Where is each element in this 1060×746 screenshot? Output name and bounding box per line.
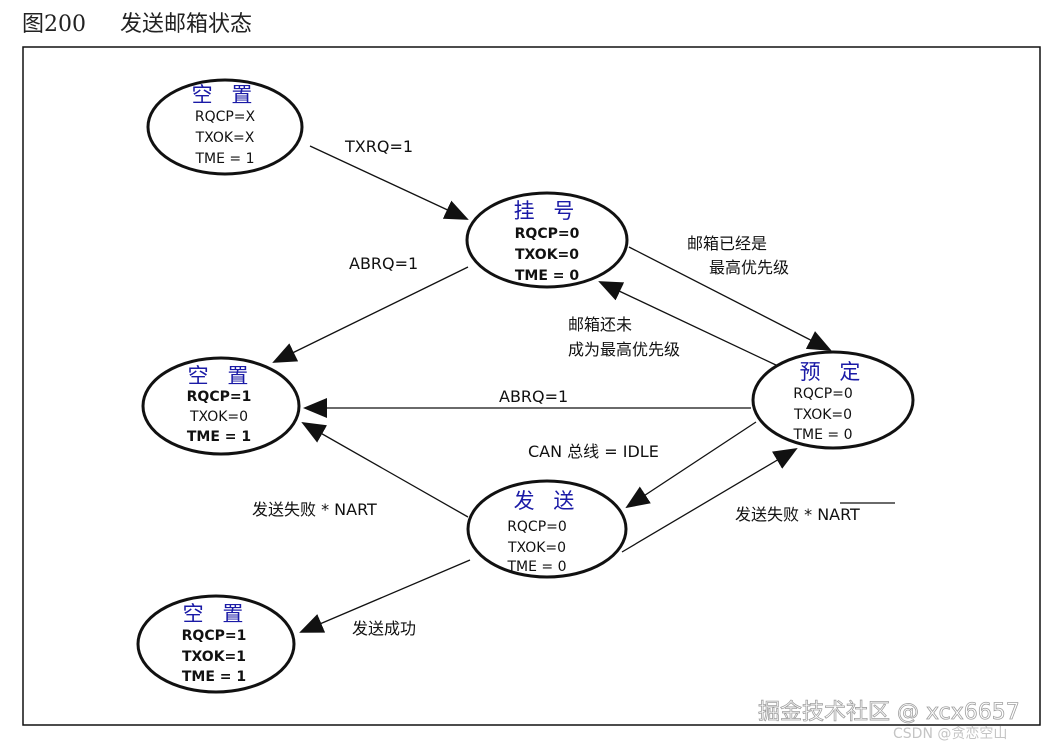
figure-number: 图200 [22,12,86,37]
label-success: 发送成功 [352,619,416,638]
state-txok: TXOK=X [195,130,255,146]
state-tme: TME = 1 [187,429,251,445]
figure-title: 图200 发送邮箱状态 [22,6,252,38]
state-empty-top: 空 置 RQCP=X TXOK=X TME = 1 [146,78,304,176]
state-txok: TXOK=0 [515,247,579,263]
state-rqcp: RQCP=1 [187,389,252,405]
state-tme: TME = 0 [506,559,566,575]
arrow-scheduled-to-pending [598,281,779,367]
label-abrq-pending: ABRQ=1 [349,254,418,273]
state-title: 空 置 [192,83,259,107]
diagram-frame [22,46,1041,726]
state-rqcp: RQCP=0 [515,226,580,242]
state-title: 预 定 [800,360,867,384]
state-txok: TXOK=1 [182,649,246,665]
state-tme: TME = 0 [792,427,852,443]
arrow-transmit-to-empty-success [299,559,471,633]
state-title: 空 置 [183,602,250,626]
state-txok: TXOK=0 [507,540,566,556]
arrow-pending-to-empty [272,266,469,363]
state-tme: TME = 0 [515,268,580,284]
label-not-highest-2: 成为最高优先级 [568,340,680,359]
arrow-pending-to-scheduled [628,246,832,351]
watermark-main: 掘金技术社区 @ xcx6657 [758,700,1020,725]
label-can-idle: CAN 总线 = IDLE [528,442,659,461]
state-tme: TME = 1 [194,151,254,167]
state-empty-bottom: 空 置 RQCP=1 TXOK=1 TME = 1 [136,594,296,694]
label-fail-not-nart: 发送失败 * NART [735,505,860,524]
arrow-empty-to-pending [309,145,469,220]
state-txok: TXOK=0 [189,409,248,425]
label-highest-2: 最高优先级 [709,258,789,277]
watermark-sub: CSDN @贪恋空山 [893,725,1007,742]
state-title: 发 送 [514,489,581,513]
state-rqcp: RQCP=1 [182,628,247,644]
state-tme: TME = 1 [182,669,246,685]
arrow-scheduled-to-transmit [625,421,757,509]
label-highest-1: 邮箱已经是 [687,234,767,253]
arrow-transmit-to-scheduled [621,447,798,553]
state-transmit: 发 送 RQCP=0 TXOK=0 TME = 0 [466,479,628,579]
state-title: 空 置 [188,364,255,388]
state-empty-mid: 空 置 RQCP=1 TXOK=0 TME = 1 [141,356,301,456]
label-not-highest-1: 邮箱还未 [568,315,632,334]
state-rqcp: RQCP=0 [793,386,853,402]
state-title: 挂 号 [514,199,581,223]
state-txok: TXOK=0 [793,407,852,423]
state-rqcp: RQCP=X [195,109,256,125]
state-rqcp: RQCP=0 [507,519,567,535]
label-abrq-scheduled: ABRQ=1 [499,387,568,406]
arrow-transmit-to-empty [301,422,469,518]
state-pending: 挂 号 RQCP=0 TXOK=0 TME = 0 [465,191,629,289]
state-scheduled: 预 定 RQCP=0 TXOK=0 TME = 0 [751,350,915,450]
label-fail-nart: 发送失败 * NART [252,500,377,519]
label-txrq: TXRQ=1 [344,137,413,156]
figure-name: 发送邮箱状态 [120,12,253,37]
